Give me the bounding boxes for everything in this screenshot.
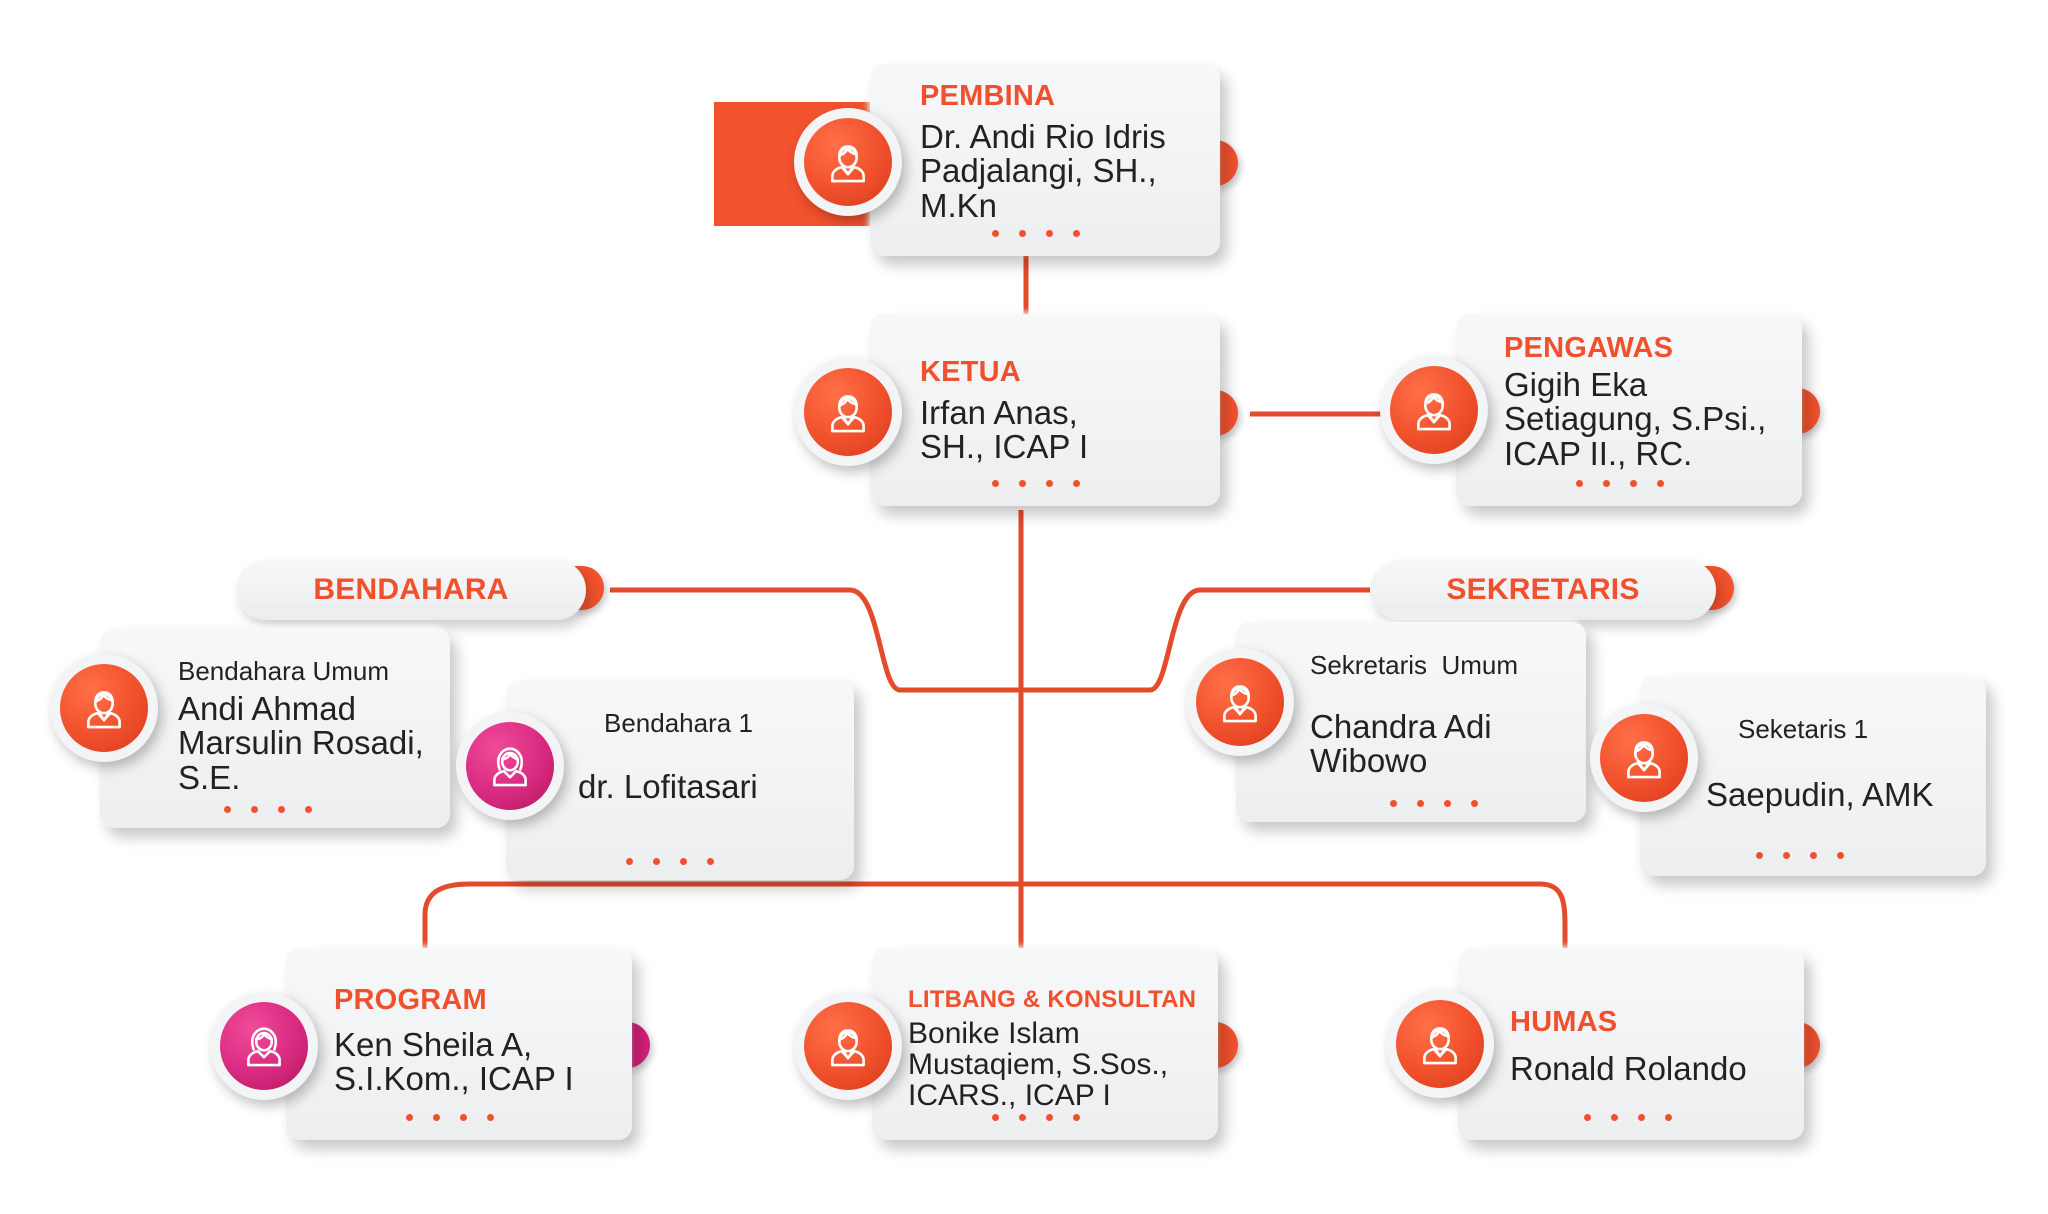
sekretaris-umum-avatar [1186,648,1294,756]
pembina-dots [992,230,1080,238]
bendahara-label: BENDAHARA [313,573,509,606]
pengawas-card [1456,314,1802,506]
sekretaris-1-avatar [1590,704,1698,812]
humas-dots [1584,1114,1672,1122]
bendahara-1-name: dr. Lofitasari [578,768,758,805]
sekretaris-label: SEKRETARIS [1446,573,1640,606]
pengawas-avatar [1380,356,1488,464]
ketua-avatar [794,358,902,466]
sekretaris-umum-title: Sekretaris Umum [1310,650,1519,680]
female-person-icon [493,747,527,787]
male-person-icon [87,691,121,729]
humas-card [1458,948,1804,1140]
bendahara-umum-dots [224,806,312,814]
bendahara-umum-avatar [50,654,158,762]
sekretaris-umum-dots [1390,800,1478,808]
program-role: PROGRAM [334,984,487,1016]
bendahara-1-title: Bendahara 1 [604,708,753,738]
litbang-dots [992,1114,1080,1122]
sekretaris-umum-name: Chandra Adi Wibowo [1310,708,1492,780]
sekretaris-1-title: Seketaris 1 [1738,714,1869,744]
bendahara-umum-name: Andi Ahmad Marsulin Rosadi, S.E. [178,690,424,796]
humas-avatar [1386,990,1494,1098]
male-person-icon [1627,741,1661,779]
female-person-icon [247,1027,281,1067]
pembina-avatar [794,108,902,216]
sekretaris-1-card [1640,676,1986,876]
male-person-icon [1417,393,1451,431]
link-bendahara-sekretaris [610,587,1370,693]
litbang-role: LITBANG & KONSULTAN [908,986,1197,1013]
pembina-name: Dr. Andi Rio Idris Padjalangi, SH., M.Kn [920,118,1166,224]
link-bottom-branch [422,881,1568,950]
program-card [286,948,632,1140]
male-person-icon [1223,685,1257,723]
ketua-name: Irfan Anas, SH., ICAP I [920,394,1089,466]
pengawas-role: PENGAWAS [1504,332,1674,364]
humas-name: Ronald Rolando [1510,1050,1747,1087]
male-person-icon [1423,1027,1457,1065]
ketua-dots [992,480,1080,488]
pengawas-dots [1576,480,1664,488]
bendahara-1-card [506,680,854,880]
litbang-name: Bonike Islam Mustaqiem, S.Sos., ICARS., … [908,1017,1169,1113]
ketua-role: KETUA [920,356,1021,388]
program-dots [406,1114,494,1122]
male-person-icon [831,145,865,183]
humas-role: HUMAS [1510,1006,1618,1038]
sekretaris-1-dots [1756,852,1844,860]
bendahara-1-avatar [456,712,564,820]
sekretaris-1-name: Saepudin, AMK [1706,776,1934,813]
pembina-role: PEMBINA [920,80,1056,112]
program-avatar [210,992,318,1100]
bendahara-umum-title: Bendahara Umum [178,656,389,686]
male-person-icon [831,1029,865,1067]
pengawas-name: Gigih Eka Setiagung, S.Psi., ICAP II., R… [1504,366,1767,472]
bendahara-1-dots [626,858,714,866]
litbang-avatar [794,992,902,1100]
sekretaris-umum-card [1236,622,1586,822]
male-person-icon [831,395,865,433]
sekretaris-pill: SEKRETARIS [1370,560,1716,620]
bendahara-umum-card [100,628,450,828]
bendahara-pill: BENDAHARA [236,560,586,620]
program-name: Ken Sheila A, S.I.Kom., ICAP I [334,1026,574,1098]
litbang-card [872,948,1218,1140]
ketua-card [870,314,1220,506]
pembina-card [870,64,1220,256]
